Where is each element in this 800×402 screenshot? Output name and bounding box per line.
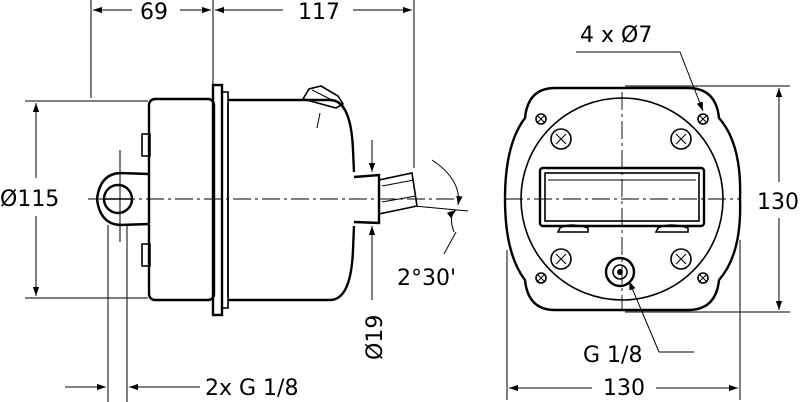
- dim-flange-offset: 69: [140, 0, 168, 25]
- dim-body-diameter: Ø115: [0, 187, 59, 212]
- screw-head: [670, 128, 692, 150]
- front-flange: [503, 86, 742, 312]
- housing-screws: [550, 128, 692, 270]
- dim-holes: 4 x Ø7: [580, 23, 652, 48]
- mounting-flange: [211, 83, 229, 317]
- screw-head: [550, 128, 572, 150]
- dim-height-line: [625, 85, 790, 313]
- fill-port: [604, 256, 636, 288]
- dim-ports-line: [65, 225, 200, 402]
- dim-top-chain: [90, 0, 415, 168]
- rear-cover: [141, 97, 216, 302]
- label-plate: [538, 166, 706, 233]
- dim-body-length: 117: [298, 0, 340, 25]
- dim-tilt-angle-line: [413, 159, 469, 255]
- dim-port: G 1/8: [583, 343, 642, 368]
- steering-shaft: [353, 172, 418, 225]
- mounting-hole: [535, 113, 547, 125]
- mounting-hole: [535, 272, 547, 284]
- front-view: 4 x Ø7 130 130: [503, 23, 799, 401]
- dim-ports: 2x G 1/8: [205, 376, 298, 401]
- mounting-hole: [697, 272, 709, 284]
- dim-width-line: [506, 240, 741, 400]
- vent-fitting: [301, 85, 345, 109]
- mounting-holes: [535, 113, 709, 284]
- main-housing: [228, 98, 356, 302]
- dim-tilt-angle: 2°30': [397, 266, 456, 291]
- dim-shaft-diameter: Ø19: [363, 315, 388, 360]
- screw-head: [670, 248, 692, 270]
- mounting-hole: [697, 113, 709, 125]
- hose-fitting: [95, 150, 150, 242]
- side-view: 69 117 Ø115: [0, 0, 469, 402]
- dim-width: 130: [603, 376, 645, 401]
- screw-head: [550, 248, 572, 270]
- dim-height: 130: [757, 190, 799, 215]
